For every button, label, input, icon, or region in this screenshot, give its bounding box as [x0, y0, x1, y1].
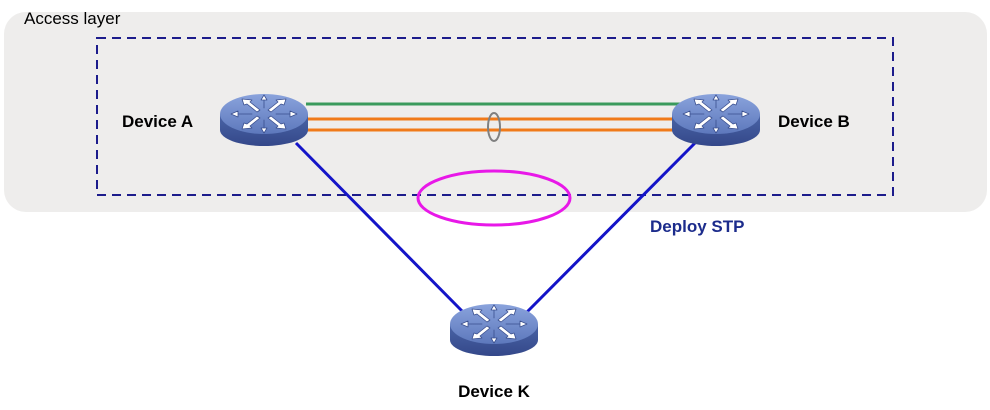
access-layer-label: Access layer [24, 9, 121, 28]
dashed-boundary [96, 37, 894, 196]
loop-ellipse [416, 169, 572, 227]
device-b [671, 93, 761, 147]
switch-icon [449, 303, 539, 357]
switch-icon [671, 93, 761, 147]
aggregation-ellipse [487, 112, 501, 142]
device-a-label: Device A [122, 112, 193, 131]
device-b-label: Device B [778, 112, 850, 131]
link-b-k [524, 140, 698, 315]
device-k-label: Device K [458, 382, 531, 401]
access-layer-region [4, 12, 987, 212]
device-k [449, 303, 539, 357]
link-a-k [294, 141, 466, 315]
deploy-stp-label: Deploy STP [650, 217, 744, 236]
switch-icon [219, 93, 309, 147]
device-a [219, 93, 309, 147]
